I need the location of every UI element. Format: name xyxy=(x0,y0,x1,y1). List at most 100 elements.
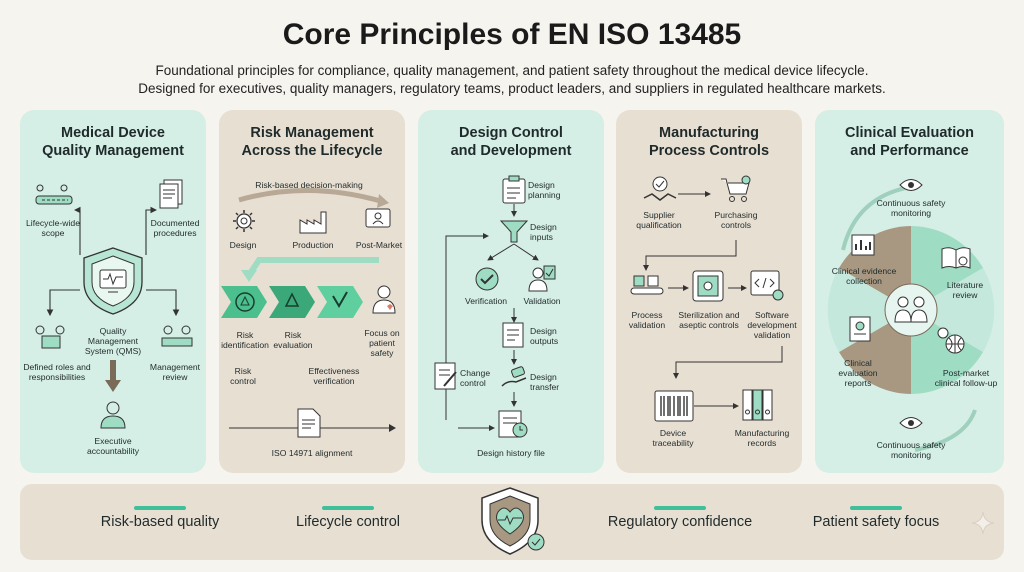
label-design-planning: Design planning xyxy=(528,180,561,200)
panel-title-line-1: Clinical Evaluation xyxy=(845,125,974,141)
handshake-icon xyxy=(643,176,677,201)
label-post-market-follow-up: Post-market clinical follow-up xyxy=(934,368,998,388)
footer-risk-based-quality: Risk-based quality xyxy=(100,514,220,530)
label-risk-evaluation: Risk evaluation xyxy=(273,330,313,350)
label-software-validation: Software development validation xyxy=(747,310,797,340)
manufacturing-flow-arrows xyxy=(643,191,783,409)
eye-icon xyxy=(899,417,923,429)
panel-title-line-1: Medical Device xyxy=(61,125,165,141)
panel-title: Risk Management Across the Lifecycle xyxy=(219,124,405,160)
shield-heart-badge-icon xyxy=(481,487,545,555)
panel-title-line-2: Process Controls xyxy=(648,143,770,159)
panel-title: Design Control and Development xyxy=(418,124,604,160)
label-risk-identification: Risk identification xyxy=(221,330,269,350)
panel-risk-management: Risk Management Across the Lifecycle Ris… xyxy=(219,110,405,473)
executive-icon xyxy=(100,401,126,429)
label-effectiveness-verification: Effectiveness verification xyxy=(308,366,360,386)
label-design-history-file: Design history file xyxy=(477,448,545,458)
footer-accent-bar xyxy=(850,506,902,510)
clipboard-icon xyxy=(502,175,526,204)
label-post-market: Post-Market xyxy=(355,240,403,250)
panel-title: Clinical Evaluation and Performance xyxy=(815,124,1004,160)
panel-title-line-2: Across the Lifecycle xyxy=(241,143,383,159)
footer-accent-bar xyxy=(322,506,374,510)
label-risk-based-decisions: Risk-based decision-making xyxy=(255,180,363,190)
binders-icon xyxy=(742,389,773,421)
label-design-transfer: Design transfer xyxy=(530,372,560,392)
label-continuous-monitoring-top: Continuous safety monitoring xyxy=(876,198,946,218)
label-qms: Quality Management System (QMS) xyxy=(84,326,142,356)
label-clinical-evidence: Clinical evidence collection xyxy=(831,266,897,286)
conveyor-icon xyxy=(630,275,664,295)
label-validation: Validation xyxy=(523,296,561,306)
footer-patient-safety-focus: Patient safety focus xyxy=(812,514,940,530)
footer-accent-bar xyxy=(134,506,186,510)
change-control-icon xyxy=(434,362,457,390)
monitor-person-icon xyxy=(365,208,391,228)
page-subtitle: Foundational principles for compliance, … xyxy=(0,62,1024,98)
panel-clinical-evaluation: Clinical Evaluation and Performance Cont… xyxy=(815,110,1004,473)
label-design-inputs: Design inputs xyxy=(530,222,557,242)
globe-person-icon xyxy=(937,327,965,354)
label-change-control: Change control xyxy=(460,368,491,388)
transfer-hand-icon xyxy=(501,366,527,387)
label-management-review: Management review xyxy=(149,362,201,382)
label-device-traceability: Device traceability xyxy=(652,428,694,448)
label-supplier-qualification: Supplier qualification xyxy=(636,210,682,230)
label-production: Production xyxy=(292,240,334,250)
panel-title: Manufacturing Process Controls xyxy=(616,124,802,160)
cart-icon xyxy=(721,175,751,202)
label-process-validation: Process validation xyxy=(628,310,666,330)
factory-icon xyxy=(299,211,327,234)
label-continuous-monitoring-bottom: Continuous safety monitoring xyxy=(876,440,946,460)
clinical-cycle-wheel xyxy=(827,186,995,452)
validation-person-icon xyxy=(528,265,556,292)
panel-title-line-2: Quality Management xyxy=(42,143,184,159)
panel-title-line-2: and Development xyxy=(450,143,572,159)
funnel-icon xyxy=(499,220,529,243)
label-design-outputs: Design outputs xyxy=(530,326,559,346)
document-standard-icon xyxy=(297,408,321,438)
document-icon xyxy=(159,179,183,209)
label-risk-control: Risk control xyxy=(230,366,256,386)
meeting-icon xyxy=(161,325,193,347)
footer-accent-bar xyxy=(654,506,706,510)
label-literature-review: Literature review xyxy=(946,280,984,300)
label-iso-14971: ISO 14971 alignment xyxy=(271,448,353,458)
risk-steps-chevrons xyxy=(221,286,363,318)
label-lifecycle-scope: Lifecycle-wide scope xyxy=(26,218,80,238)
panel-title-line-1: Manufacturing xyxy=(659,125,759,141)
panel-design-control: Design Control and Development Design pl… xyxy=(418,110,604,473)
qms-diagram-arrows xyxy=(46,206,180,392)
subtitle-line-2: Designed for executives, quality manager… xyxy=(138,81,886,96)
panel-title: Medical Device Quality Management xyxy=(20,124,206,160)
label-purchasing-controls: Purchasing controls xyxy=(714,210,758,230)
label-design: Design xyxy=(229,240,257,250)
verification-check-icon xyxy=(475,267,499,291)
footer-lifecycle-control: Lifecycle control xyxy=(296,514,400,530)
footer-regulatory-confidence: Regulatory confidence xyxy=(607,514,753,530)
gear-icon xyxy=(233,210,255,232)
label-patient-safety: Focus on patient safety xyxy=(364,328,400,358)
label-executive-accountability: Executive accountability xyxy=(86,436,140,456)
patient-icon xyxy=(372,285,396,314)
evidence-chart-icon xyxy=(851,234,875,256)
subtitle-line-1: Foundational principles for compliance, … xyxy=(155,63,869,78)
code-window-icon xyxy=(750,270,784,301)
page-title: Core Principles of EN ISO 13485 xyxy=(282,18,742,51)
label-documented-procedures: Documented procedures xyxy=(150,218,200,238)
footer-bar: Risk-based quality Lifecycle control Reg… xyxy=(20,484,1004,560)
label-clinical-reports: Clinical evaluation reports xyxy=(838,358,878,388)
history-file-icon xyxy=(498,410,528,438)
outputs-document-icon xyxy=(502,322,524,348)
design-flow-arrows xyxy=(445,204,539,431)
shield-icon xyxy=(83,247,143,315)
panel-title-line-1: Design Control xyxy=(459,125,563,141)
report-icon xyxy=(849,316,871,342)
label-manufacturing-records: Manufacturing records xyxy=(734,428,790,448)
team-icon xyxy=(35,325,65,349)
panel-quality-management: Medical Device Quality Management Lifecy… xyxy=(20,110,206,473)
label-roles: Defined roles and responsibilities xyxy=(23,362,91,382)
sterilization-icon xyxy=(692,270,724,302)
label-verification: Verification xyxy=(464,296,508,306)
